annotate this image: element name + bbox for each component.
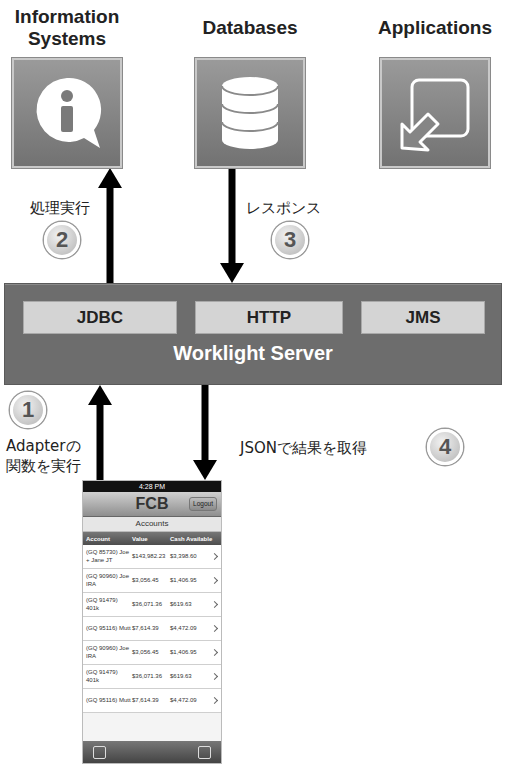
arrow-head [88,385,112,405]
row-chevron [211,673,218,680]
callout-number: 4 [427,429,463,465]
status-time: 4:28 PM [139,483,165,490]
protocol-box: HTTP [195,301,343,334]
arrow-shaft [229,168,236,265]
table-cell: (GQ 95116) Mutt [86,697,132,704]
arrow-head [193,460,217,480]
database-icon [195,58,305,168]
nav-bar: FCB Logout [83,492,221,517]
arrow-connector [98,168,122,283]
arrow-head [220,263,244,283]
protocol-label: JDBC [77,308,123,328]
row-chevron [211,697,218,704]
arrow-shaft [202,385,209,462]
table-cell: $3,398.60 [170,553,212,560]
arrow-connector [88,385,112,480]
box-heading: Information Systems [3,4,131,52]
callout-number: 1 [10,392,46,428]
arrow-connector [193,385,217,480]
callout-number: 2 [44,222,80,258]
table-cell: (GQ 90960) Joe IRA [86,645,132,659]
table-row: (GQ 90960) Joe IRA$3,056.45$1,406.95 [83,569,221,593]
app-title: FCB [136,495,169,512]
protocol-box: JMS [361,301,485,334]
table-cell: $3,056.45 [132,577,170,584]
server-title: Worklight Server [5,342,501,365]
logout-button: Logout [189,497,217,511]
table-cell: $1,406.95 [170,649,212,656]
table-cell: Value [132,536,170,542]
table-cell: $3,056.45 [132,649,170,656]
edge-label: 処理実行 [30,198,90,218]
table-cell: Account [86,536,132,542]
row-chevron [211,577,218,584]
server-band: Worklight Server JDBC HTTP JMS [4,283,502,385]
table-cell: $36,071.36 [132,673,170,680]
screen-subtitle: Accounts [83,517,221,532]
row-chevron [211,649,218,656]
table-cell: (GQ 91479) 401k [86,597,132,611]
table-row: (GQ 91479) 401k$36,071.36$619.63 [83,665,221,689]
table-cell: $143,982.23 [132,553,170,560]
table-row: (GQ 85730) Joe + Jane JT$143,982.23$3,39… [83,545,221,569]
edge-label: JSONで結果を取得 [240,438,367,458]
table-cell: Cash Available [170,536,212,542]
row-chevron [211,553,218,560]
table-cell: (GQ 95116) Mutt [86,625,132,632]
table-cell: $4,472.09 [170,625,212,632]
row-chevron [211,625,218,632]
table-row: (GQ 95116) Mutt$7,614.39$4,472.09 [83,689,221,713]
status-bar: 4:28 PM [83,481,221,492]
system-box: Applications [380,58,490,168]
application-icon [380,58,490,168]
screen-title: Accounts [136,519,169,528]
arrow-shaft [107,186,114,283]
protocol-label: JMS [406,308,441,328]
table-row: (GQ 95116) Mutt$7,614.39$4,472.09 [83,617,221,641]
toolbar-icon [93,746,106,759]
protocol-label: HTTP [247,308,291,328]
table-cell: $4,472.09 [170,697,212,704]
table-row: (GQ 91479) 401k$36,071.36$619.63 [83,593,221,617]
table-cell: (GQ 90960) Joe IRA [86,573,132,587]
info-icon [12,58,122,168]
edge-label: Adapterの関数を実行 [6,436,90,477]
table-cell: $619.63 [170,601,212,608]
callout-number: 3 [272,222,308,258]
arrow-head [98,168,122,188]
table-cell: $619.63 [170,673,212,680]
row-chevron [211,601,218,608]
toolbar-icon [198,746,211,759]
table-header: AccountValueCash Available [83,532,221,545]
toolbar [83,741,221,763]
box-heading: Databases [175,4,325,52]
table-cell: $36,071.36 [132,601,170,608]
edge-label: レスポンス [246,198,321,218]
table-cell: (GQ 91479) 401k [86,669,132,683]
table-cell: $1,406.95 [170,577,212,584]
arrow-shaft [97,403,104,480]
protocol-box: JDBC [23,301,177,334]
table-cell: (GQ 85730) Joe + Jane JT [86,549,132,563]
phone-screen: 4:28 PM FCB LogoutAccountsAccountValueCash… [82,480,222,764]
table-cell: $7,614.39 [132,625,170,632]
box-heading: Applications [365,4,505,52]
table-cell: $7,614.39 [132,697,170,704]
arrow-connector [220,168,244,283]
table-row: (GQ 90960) Joe IRA$3,056.45$1,406.95 [83,641,221,665]
